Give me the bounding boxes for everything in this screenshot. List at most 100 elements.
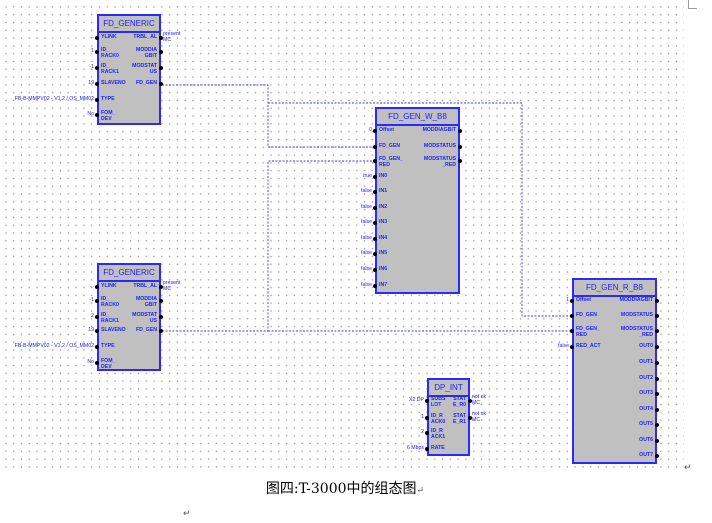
output-pin[interactable] xyxy=(159,329,163,333)
input-pin[interactable] xyxy=(425,447,429,451)
input-value[interactable]: 1 xyxy=(421,414,424,420)
output-pin[interactable] xyxy=(159,82,163,86)
input-pin[interactable] xyxy=(373,145,377,149)
output-pin[interactable] xyxy=(458,129,462,133)
input-value[interactable]: false xyxy=(558,343,569,349)
input-value[interactable]: 19 xyxy=(88,80,94,86)
input-value[interactable]: 0 xyxy=(369,127,372,133)
output-pin[interactable] xyxy=(159,315,163,319)
input-value[interactable]: No xyxy=(87,359,94,365)
output-pin[interactable] xyxy=(655,299,659,303)
input-pin[interactable] xyxy=(95,299,99,303)
input-pin[interactable] xyxy=(95,285,99,289)
input-value[interactable]: ... xyxy=(89,283,94,289)
input-value[interactable]: 19 xyxy=(88,327,94,333)
input-pin[interactable] xyxy=(373,284,377,288)
output-pin[interactable] xyxy=(458,145,462,149)
input-pin[interactable] xyxy=(95,66,99,70)
input-value[interactable]: false xyxy=(361,204,372,210)
input-value[interactable]: false xyxy=(361,235,372,241)
output-pin[interactable] xyxy=(655,329,659,333)
input-pin[interactable] xyxy=(95,82,99,86)
input-pin[interactable] xyxy=(570,329,574,333)
output-pin[interactable] xyxy=(655,439,659,443)
input-pin[interactable] xyxy=(373,190,377,194)
output-value: present MC xyxy=(163,31,181,43)
function-block-w[interactable]: FD_GEN_W_B8 xyxy=(375,107,460,294)
input-pin[interactable] xyxy=(425,431,429,435)
input-pin[interactable] xyxy=(95,36,99,40)
input-value[interactable]: -1 xyxy=(89,297,94,303)
output-pin[interactable] xyxy=(159,50,163,54)
output-pin[interactable] xyxy=(655,454,659,458)
input-value[interactable]: ... xyxy=(89,34,94,40)
block-title: FD_GENERIC xyxy=(99,265,159,282)
input-value[interactable]: false xyxy=(361,188,372,194)
input-value[interactable]: 6 Mbps xyxy=(406,445,424,451)
output-label: MODDIA GBIT xyxy=(135,296,157,308)
input-pin[interactable] xyxy=(95,50,99,54)
input-value[interactable]: false xyxy=(361,266,372,272)
input-pin[interactable] xyxy=(425,416,429,420)
input-value[interactable]: false xyxy=(361,219,372,225)
input-pin[interactable] xyxy=(95,345,99,349)
input-value[interactable]: X2 DP xyxy=(409,397,424,403)
output-pin[interactable] xyxy=(655,361,659,365)
output-pin[interactable] xyxy=(458,159,462,163)
input-value[interactable]: false xyxy=(361,250,372,256)
input-pin[interactable] xyxy=(95,361,99,365)
input-pin[interactable] xyxy=(425,399,429,403)
input-pin[interactable] xyxy=(373,268,377,272)
output-pin[interactable] xyxy=(468,416,472,420)
output-value: not ok MC xyxy=(472,411,487,423)
input-pin[interactable] xyxy=(373,221,377,225)
figure-caption: 图四:T-3000中的组态图↵ xyxy=(0,478,690,498)
wire-g1-fdgen-r xyxy=(268,102,572,317)
input-value[interactable]: FB-B-MMPV02 - V1.2 / OS_MM02 xyxy=(14,343,94,349)
input-pin[interactable] xyxy=(570,345,574,349)
output-pin[interactable] xyxy=(655,392,659,396)
output-label: MODDIA GBIT xyxy=(135,47,157,59)
input-value[interactable]: 1 xyxy=(91,48,94,54)
input-pin[interactable] xyxy=(570,299,574,303)
input-label: FOM_ DEV xyxy=(101,358,116,370)
function-block-r[interactable]: FD_GEN_R_B8 xyxy=(572,278,657,464)
input-pin[interactable] xyxy=(373,129,377,133)
input-label: FD_GEN_ RED xyxy=(576,326,600,338)
input-pin[interactable] xyxy=(95,98,99,102)
input-pin[interactable] xyxy=(570,314,574,318)
input-pin[interactable] xyxy=(95,329,99,333)
input-label: IN3 xyxy=(379,219,388,225)
input-value[interactable]: true xyxy=(363,173,372,179)
input-value[interactable]: No xyxy=(87,111,94,117)
input-pin[interactable] xyxy=(373,159,377,163)
output-pin[interactable] xyxy=(159,66,163,70)
output-value: present MC xyxy=(163,280,181,292)
input-pin[interactable] xyxy=(373,175,377,179)
output-pin[interactable] xyxy=(655,345,659,349)
input-pin[interactable] xyxy=(373,206,377,210)
input-pin[interactable] xyxy=(95,315,99,319)
output-pin[interactable] xyxy=(655,314,659,318)
output-pin[interactable] xyxy=(655,423,659,427)
input-value[interactable]: FB-B-MMPV02 - V1.2 / OS_MM02 xyxy=(14,96,94,102)
output-pin[interactable] xyxy=(159,299,163,303)
output-pin[interactable] xyxy=(655,377,659,381)
input-label: FD_GEN xyxy=(379,143,401,149)
input-pin[interactable] xyxy=(373,237,377,241)
output-pin[interactable] xyxy=(159,36,163,40)
output-pin[interactable] xyxy=(159,285,163,289)
function-block-dp[interactable]: DP_INT xyxy=(427,378,470,456)
input-value[interactable]: 2 xyxy=(91,313,94,319)
input-label: IN0 xyxy=(379,173,388,179)
input-value[interactable]: false xyxy=(361,282,372,288)
input-pin[interactable] xyxy=(373,252,377,256)
input-value[interactable]: 1 xyxy=(566,297,569,303)
output-pin[interactable] xyxy=(468,399,472,403)
wire-g2-fdgen-w xyxy=(162,160,375,332)
input-value[interactable]: 2 xyxy=(421,429,424,435)
input-pin[interactable] xyxy=(95,113,99,117)
input-value[interactable]: -1 xyxy=(89,64,94,70)
function-block-g2[interactable]: FD_GENERIC xyxy=(97,263,161,371)
output-pin[interactable] xyxy=(655,408,659,412)
